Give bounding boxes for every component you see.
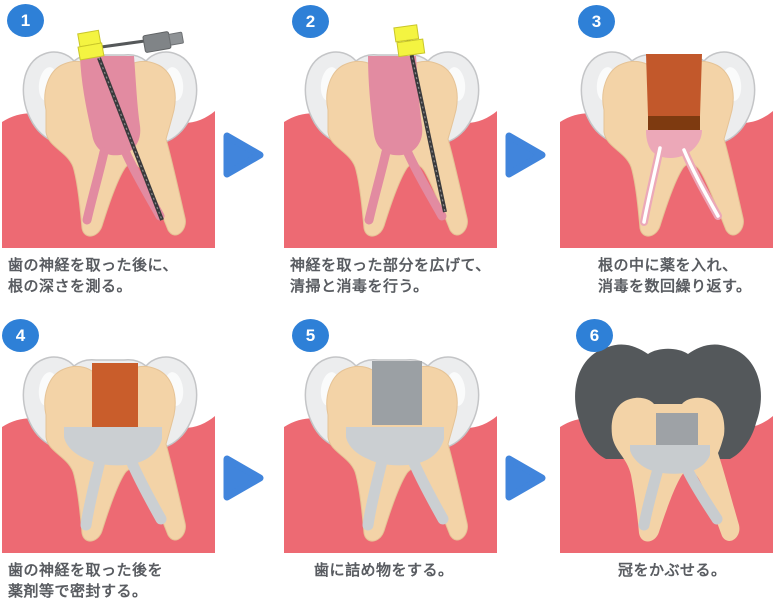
sealing-cement <box>64 427 167 531</box>
step-number-badge: 1 <box>7 4 44 37</box>
step-panel-4: 4 歯の神経を取った後を 薬剤等で密封する。 <box>2 305 217 610</box>
tooth-illustration-step-6 <box>560 344 773 553</box>
step-caption: 歯の神経を取った後に、 根の深さを測る。 <box>8 257 179 295</box>
file-stopper <box>393 24 426 58</box>
step-panel-5: 5 歯に詰め物をする。 <box>284 305 499 610</box>
tooth-illustration-step-1 <box>2 29 215 248</box>
step-panel-1: 1 <box>2 0 217 305</box>
pulp-canal <box>364 56 447 225</box>
step-number-badge: 6 <box>576 319 613 352</box>
file-stopper <box>77 29 105 61</box>
tooth-illustration-step-4 <box>2 356 215 553</box>
step-caption: 歯に詰め物をする。 <box>314 562 454 579</box>
sealing-cement <box>630 413 723 531</box>
step-caption: 歯の神経を取った後を 薬剤等で密封する。 <box>8 562 164 600</box>
tooth-illustration-step-5 <box>284 356 497 553</box>
step-number-badge: 3 <box>578 5 615 38</box>
step-caption: 神経を取った部分を広げて、 清掃と消毒を行う。 <box>290 257 491 295</box>
step-panel-3: 3 根の中に薬を入れ、 消毒を数回繰り返す。 <box>560 0 775 305</box>
root-canal-file <box>77 29 184 221</box>
temporary-filling <box>92 363 138 427</box>
step-panel-6: 6 冠をかぶせる。 <box>560 305 775 610</box>
arrow-right-icon <box>223 455 264 501</box>
arrow-right-icon <box>223 132 264 178</box>
temporary-filling <box>646 54 702 130</box>
tooth-illustration-step-3 <box>560 51 773 248</box>
arrow-right-icon <box>505 132 546 178</box>
step-panel-2: 2 神経を取った部分を広げて、 清掃と消毒を行う。 <box>284 0 499 305</box>
arrow-right-icon <box>505 455 546 501</box>
metal-filling <box>372 361 422 425</box>
step-number-badge: 5 <box>292 319 329 352</box>
file-handle <box>142 31 184 53</box>
step-caption: 冠をかぶせる。 <box>618 562 727 579</box>
step-number-badge: 2 <box>292 5 329 38</box>
root-canal-file <box>393 24 447 213</box>
file-rod <box>93 38 153 50</box>
tooth-illustration-step-2 <box>284 24 497 248</box>
medicine-in-canals <box>640 144 722 226</box>
step-number-badge: 4 <box>2 319 39 352</box>
step-caption: 根の中に薬を入れ、 消毒を数回繰り返す。 <box>598 257 752 295</box>
sealing-cement <box>346 427 449 531</box>
